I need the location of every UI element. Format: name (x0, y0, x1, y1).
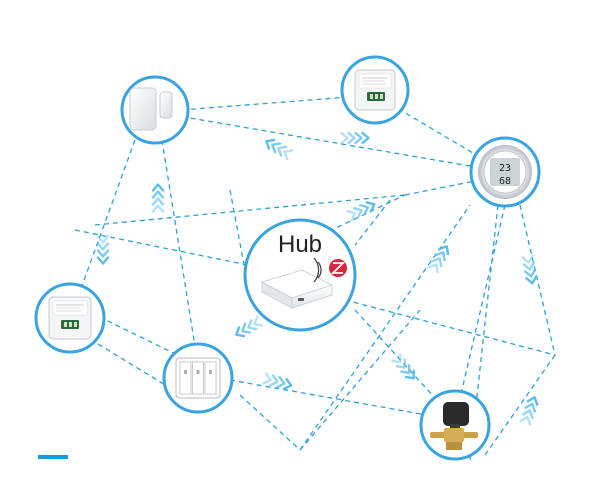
chevron-arrow-icon (438, 245, 450, 256)
chevron-arrow-icon (96, 235, 110, 244)
chevron-arrow-icon (365, 201, 376, 213)
valve-controller-node (419, 389, 491, 461)
chevron-arrow-icon (269, 374, 279, 387)
chevron-arrow-icon (352, 207, 363, 219)
chevron-arrow-icon (525, 275, 538, 285)
chevron-arrow-icon (404, 369, 415, 380)
chevron-arrow-icon (359, 204, 370, 216)
chevron-arrow-group (96, 235, 110, 265)
temperature-reading: 23 (499, 163, 511, 174)
chevron-arrow-icon (519, 415, 532, 426)
chevron-arrow-icon (521, 254, 534, 264)
chevron-arrow-icon (151, 197, 165, 206)
chevron-arrow-icon (347, 131, 356, 145)
chevron-arrow-icon (431, 257, 443, 268)
wireless-signal-icon (313, 257, 322, 283)
chevron-arrow-icon (427, 263, 439, 274)
chevron-arrow-icon (247, 319, 258, 331)
chevron-arrow-group (346, 201, 376, 222)
chevron-arrow-icon (151, 183, 165, 192)
chevron-arrow-icon (526, 396, 539, 406)
switch-module-icon (354, 69, 396, 111)
chevron-arrow-group (151, 183, 165, 213)
thermo-hygrometer-icon: 23 68 (478, 145, 532, 199)
chevron-arrow-icon (282, 377, 293, 390)
chevron-arrow-icon (253, 315, 264, 327)
chevron-arrow-group (235, 315, 264, 338)
chevron-arrow-icon (96, 249, 110, 258)
chevron-arrow-icon (96, 242, 110, 251)
valve-controller-icon (430, 402, 478, 450)
chevron-arrow-group (262, 372, 293, 390)
switch-module-icon (48, 296, 92, 340)
chevron-arrow-icon (96, 256, 110, 265)
chevron-arrow-icon (262, 372, 272, 385)
chevron-arrow-group (340, 131, 370, 145)
hub-node: Hub (243, 218, 357, 332)
chevron-arrow-icon (434, 251, 446, 262)
chevron-arrow-icon (391, 353, 402, 364)
chevron-arrow-icon (275, 376, 286, 389)
chevron-arrow-icon (522, 261, 535, 271)
chevron-arrow-icon (241, 322, 252, 334)
switch-module-top-node (340, 55, 410, 125)
chevron-arrow-group (519, 396, 539, 426)
chevron-arrow-icon (340, 131, 349, 145)
wall-switch-node (162, 342, 234, 414)
chevron-arrow-group (521, 254, 538, 285)
chevron-arrow-icon (523, 268, 537, 278)
chevron-arrow-icon (235, 326, 246, 338)
signal-arrows (96, 131, 539, 426)
door-sensor-icon (129, 87, 173, 131)
accent-bar (38, 455, 68, 459)
chevron-arrow-icon (151, 204, 165, 213)
switch-module-left-node (34, 282, 106, 354)
chevron-arrow-group (427, 245, 450, 274)
chevron-arrow-icon (151, 190, 165, 199)
chevron-arrow-icon (346, 209, 357, 222)
zigbee-logo-icon (329, 259, 347, 277)
chevron-arrow-icon (354, 131, 363, 145)
chevron-arrow-icon (521, 409, 534, 420)
hub-device-icon (260, 269, 334, 309)
humidity-reading: 68 (499, 176, 511, 187)
chevron-arrow-icon (395, 358, 406, 369)
chevron-arrow-icon (277, 145, 288, 157)
thermometer-node: 23 68 (469, 136, 541, 208)
chevron-arrow-icon (271, 142, 282, 154)
chevron-arrow-icon (524, 402, 537, 413)
chevron-arrow-icon (283, 149, 294, 161)
chevron-arrow-group (265, 138, 294, 161)
chevron-arrow-icon (265, 138, 276, 150)
hub-label: Hub (278, 231, 322, 258)
wall-switch-icon (175, 357, 221, 399)
chevron-arrow-icon (361, 131, 370, 145)
chevron-arrow-group (391, 353, 415, 380)
door-sensor-node (120, 75, 190, 145)
chevron-arrow-icon (400, 363, 411, 375)
